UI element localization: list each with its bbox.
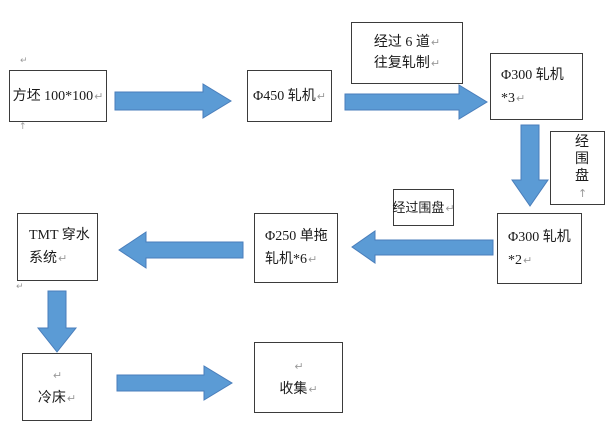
return-mark: ↵: [52, 369, 63, 382]
return-mark: ↵: [430, 36, 441, 49]
arrow-mill300x3-to-mill300x2-down[interactable]: [511, 124, 549, 207]
node-collect-label: 收集↵: [279, 381, 318, 397]
node-tmt-line1: TMT 穿水: [29, 228, 90, 243]
formatting-mark: ↵: [20, 56, 28, 66]
return-mark: ↵: [516, 91, 526, 105]
node-coil-note[interactable]: 经过围盘↵: [392, 189, 455, 226]
node-mill-300-x2[interactable]: Φ300 轧机 *2↵: [497, 213, 582, 284]
node-pass-note-line1: 经过 6 道↵: [373, 35, 441, 50]
node-tmt[interactable]: TMT 穿水 系统↵: [17, 213, 98, 281]
node-pass-note-line2: 往复轧制↵: [373, 56, 441, 71]
node-mill-300-x3[interactable]: Φ300 轧机 *3↵: [490, 53, 583, 120]
node-mill-450[interactable]: Φ450 轧机↵: [247, 70, 332, 122]
node-coil-note-vertical[interactable]: 经围盘 ↑: [550, 131, 605, 205]
arrow-tmt-to-coolingbed-down[interactable]: [36, 290, 78, 353]
node-coil-note-label: 经过围盘↵: [392, 199, 455, 215]
node-mill-300-x2-line1: Φ300 轧机: [508, 229, 571, 245]
arrow-mill250-to-tmt-left[interactable]: [118, 231, 244, 269]
node-mill-250-line2: 轧机*6↵: [265, 252, 318, 267]
return-mark: ↵: [58, 252, 68, 265]
node-coil-note-vertical-label: 经围盘: [575, 135, 589, 184]
arrow-billet-to-mill450-right[interactable]: [114, 83, 232, 119]
node-billet-label: 方坯 100*100↵: [12, 88, 104, 104]
return-mark: ↵: [308, 253, 318, 266]
arrow-mill300x2-to-mill250-left[interactable]: [351, 230, 494, 264]
return-mark: ↵: [523, 253, 533, 267]
return-mark: ↵: [294, 359, 304, 373]
return-mark: ↑: [578, 187, 588, 200]
node-collect[interactable]: ↵ 收集↵: [254, 342, 343, 413]
arrow-mill450-to-mill300x3-right[interactable]: [344, 84, 488, 120]
node-billet[interactable]: 方坯 100*100↵: [9, 70, 107, 122]
node-mill-300-x2-line2: *2↵: [508, 252, 533, 268]
node-cooling-bed-label: 冷床↵: [37, 391, 77, 406]
return-mark: ↵: [445, 201, 455, 215]
arrow-coolingbed-to-collect-right[interactable]: [116, 365, 233, 401]
return-mark: ↵: [94, 89, 104, 103]
formatting-mark: ↵: [16, 282, 24, 292]
node-cooling-bed[interactable]: ↵ 冷床↵: [22, 353, 92, 421]
return-mark: ↵: [316, 89, 326, 103]
formatting-mark: ↑: [19, 122, 27, 132]
node-tmt-line2: 系统↵: [29, 251, 68, 266]
return-mark: ↵: [430, 57, 441, 70]
node-mill-250[interactable]: Φ250 单拖 轧机*6↵: [254, 213, 338, 283]
node-mill-250-line1: Φ250 单拖: [265, 229, 328, 244]
node-mill-300-x3-line1: Φ300 轧机: [501, 67, 564, 83]
node-pass-note[interactable]: 经过 6 道↵ 往复轧制↵: [351, 22, 463, 84]
node-mill-450-label: Φ450 轧机↵: [253, 88, 326, 104]
return-mark: ↵: [66, 392, 77, 405]
node-mill-300-x3-line2: *3↵: [501, 90, 526, 106]
return-mark: ↵: [308, 382, 318, 396]
